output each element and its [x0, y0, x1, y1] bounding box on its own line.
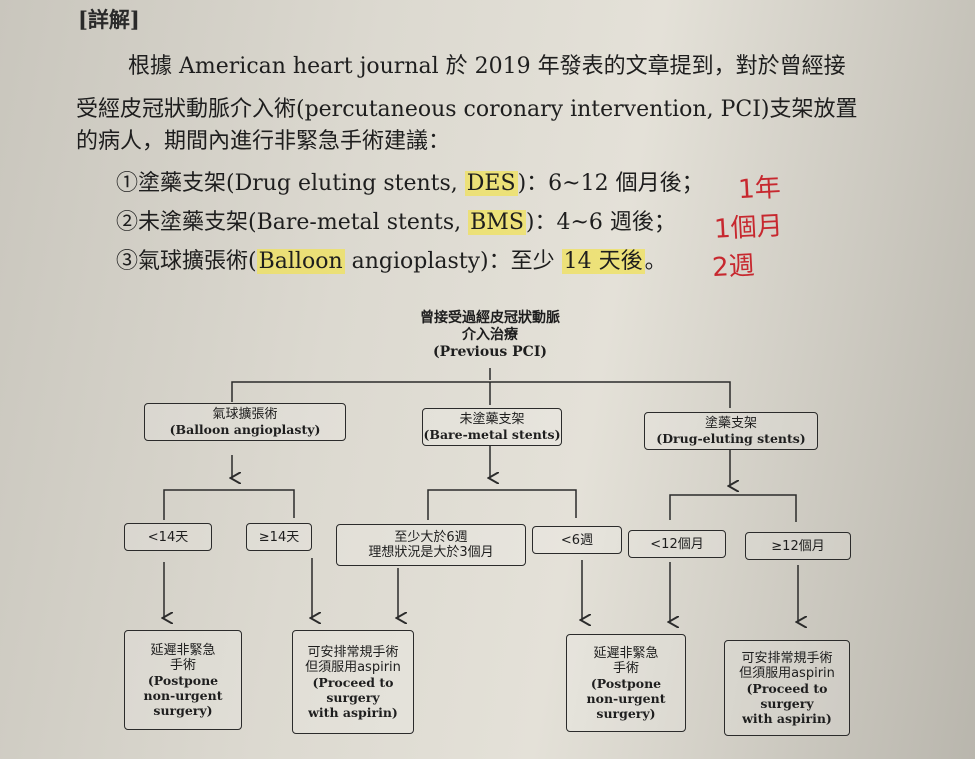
node-bms-en: (Bare-metal stents): [423, 427, 561, 442]
paragraph-line-2: 受經皮冠狀動脈介入術(percutaneous coronary interve…: [76, 97, 858, 122]
node-balloon: 氣球擴張術 (Balloon angioplasty): [144, 403, 346, 441]
item-des-suffix: )：6~12 個月後；: [517, 171, 704, 196]
postpone-en2: non-urgent: [586, 690, 666, 706]
item-des: ①塗藥支架(Drug eluting stents, DES)：6~12 個月後…: [116, 171, 704, 196]
outcome-proceed-des: 可安排常規手術 但須服用aspirin (Proceed to surgery …: [724, 640, 850, 736]
proceed-en2: surgery: [760, 695, 814, 711]
item-balloon-highlight: Balloon: [256, 249, 345, 274]
node-des: 塗藥支架 (Drug-eluting stents): [644, 412, 818, 450]
item-bms-prefix: ②未塗藥支架(Bare-metal stents,: [116, 210, 469, 235]
postpone-en1: (Postpone: [147, 672, 219, 688]
item-balloon: ③氣球擴張術(Balloon angioplasty)：至少 14 天後。: [116, 249, 667, 274]
node-min6w-l2: 理想狀況是大於3個月: [368, 545, 494, 560]
postpone-en3: surgery): [596, 705, 656, 721]
item-bms-highlight: BMS: [468, 210, 526, 235]
postpone-en2: non-urgent: [143, 687, 223, 703]
paragraph-line-1: 根據 American heart journal 於 2019 年發表的文章提…: [128, 54, 846, 79]
item-bms-suffix: )：4~6 週後；: [525, 210, 676, 235]
root-label-zh2: 介入治療: [462, 327, 518, 343]
node-bms: 未塗藥支架 (Bare-metal stents): [422, 408, 562, 446]
proceed-en1: (Proceed to: [746, 680, 828, 696]
node-ge14: ≥14天: [246, 523, 312, 551]
section-tag: [詳解]: [78, 7, 140, 32]
node-lt6w: <6週: [532, 526, 622, 554]
postpone-en3: surgery): [153, 702, 213, 718]
postpone-zh1: 延遲非緊急: [150, 642, 216, 658]
outcome-postpone-balloon: 延遲非緊急 手術 (Postpone non-urgent surgery): [124, 630, 242, 730]
node-balloon-zh: 氣球擴張術: [212, 407, 278, 422]
proceed-en3: with aspirin): [308, 704, 398, 720]
paragraph-line-3: 的病人，期間內進行非緊急手術建議：: [76, 129, 451, 154]
item-balloon-prefix: ③氣球擴張術(: [116, 249, 257, 274]
node-lt14: <14天: [124, 523, 212, 551]
item-bms: ②未塗藥支架(Bare-metal stents, BMS)：4~6 週後；: [116, 210, 676, 235]
proceed-en3: with aspirin): [742, 710, 832, 726]
node-bms-zh: 未塗藥支架: [459, 412, 525, 427]
item-balloon-suffix: 。: [644, 249, 667, 274]
postpone-zh1: 延遲非緊急: [593, 645, 659, 661]
proceed-zh1: 可安排常規手術: [307, 644, 399, 660]
outcome-postpone-des: 延遲非緊急 手術 (Postpone non-urgent surgery): [566, 634, 686, 732]
root-label-zh1: 曾接受過經皮冠狀動脈: [420, 310, 560, 326]
node-min6w-l1: 至少大於6週: [394, 530, 468, 545]
proceed-zh1: 可安排常規手術: [741, 650, 833, 666]
outcome-proceed-balloon: 可安排常規手術 但須服用aspirin (Proceed to surgery …: [292, 630, 414, 734]
node-lt12m: <12個月: [628, 530, 726, 558]
postpone-zh2: 手術: [612, 660, 639, 676]
postpone-en1: (Postpone: [590, 675, 662, 691]
flowchart-root: 曾接受過經皮冠狀動脈 介入治療 (Previous PCI): [380, 310, 600, 361]
node-balloon-en: (Balloon angioplasty): [169, 422, 321, 437]
node-ge12m: ≥12個月: [745, 532, 851, 560]
proceed-zh2: 但須服用aspirin: [305, 659, 401, 675]
item-balloon-mid: angioplasty)：至少: [344, 249, 562, 274]
node-min6w: 至少大於6週 理想狀況是大於3個月: [336, 524, 526, 566]
item-des-prefix: ①塗藥支架(Drug eluting stents,: [116, 171, 465, 196]
proceed-en2: surgery: [326, 689, 380, 705]
postpone-zh2: 手術: [169, 657, 196, 673]
node-des-en: (Drug-eluting stents): [656, 431, 806, 446]
item-des-highlight: DES: [464, 171, 518, 196]
root-label-en: (Previous PCI): [432, 344, 547, 360]
node-des-zh: 塗藥支架: [704, 416, 757, 431]
item-balloon-highlight-2: 14 天後: [561, 249, 645, 274]
proceed-en1: (Proceed to: [312, 674, 394, 690]
proceed-zh2: 但須服用aspirin: [739, 665, 835, 681]
